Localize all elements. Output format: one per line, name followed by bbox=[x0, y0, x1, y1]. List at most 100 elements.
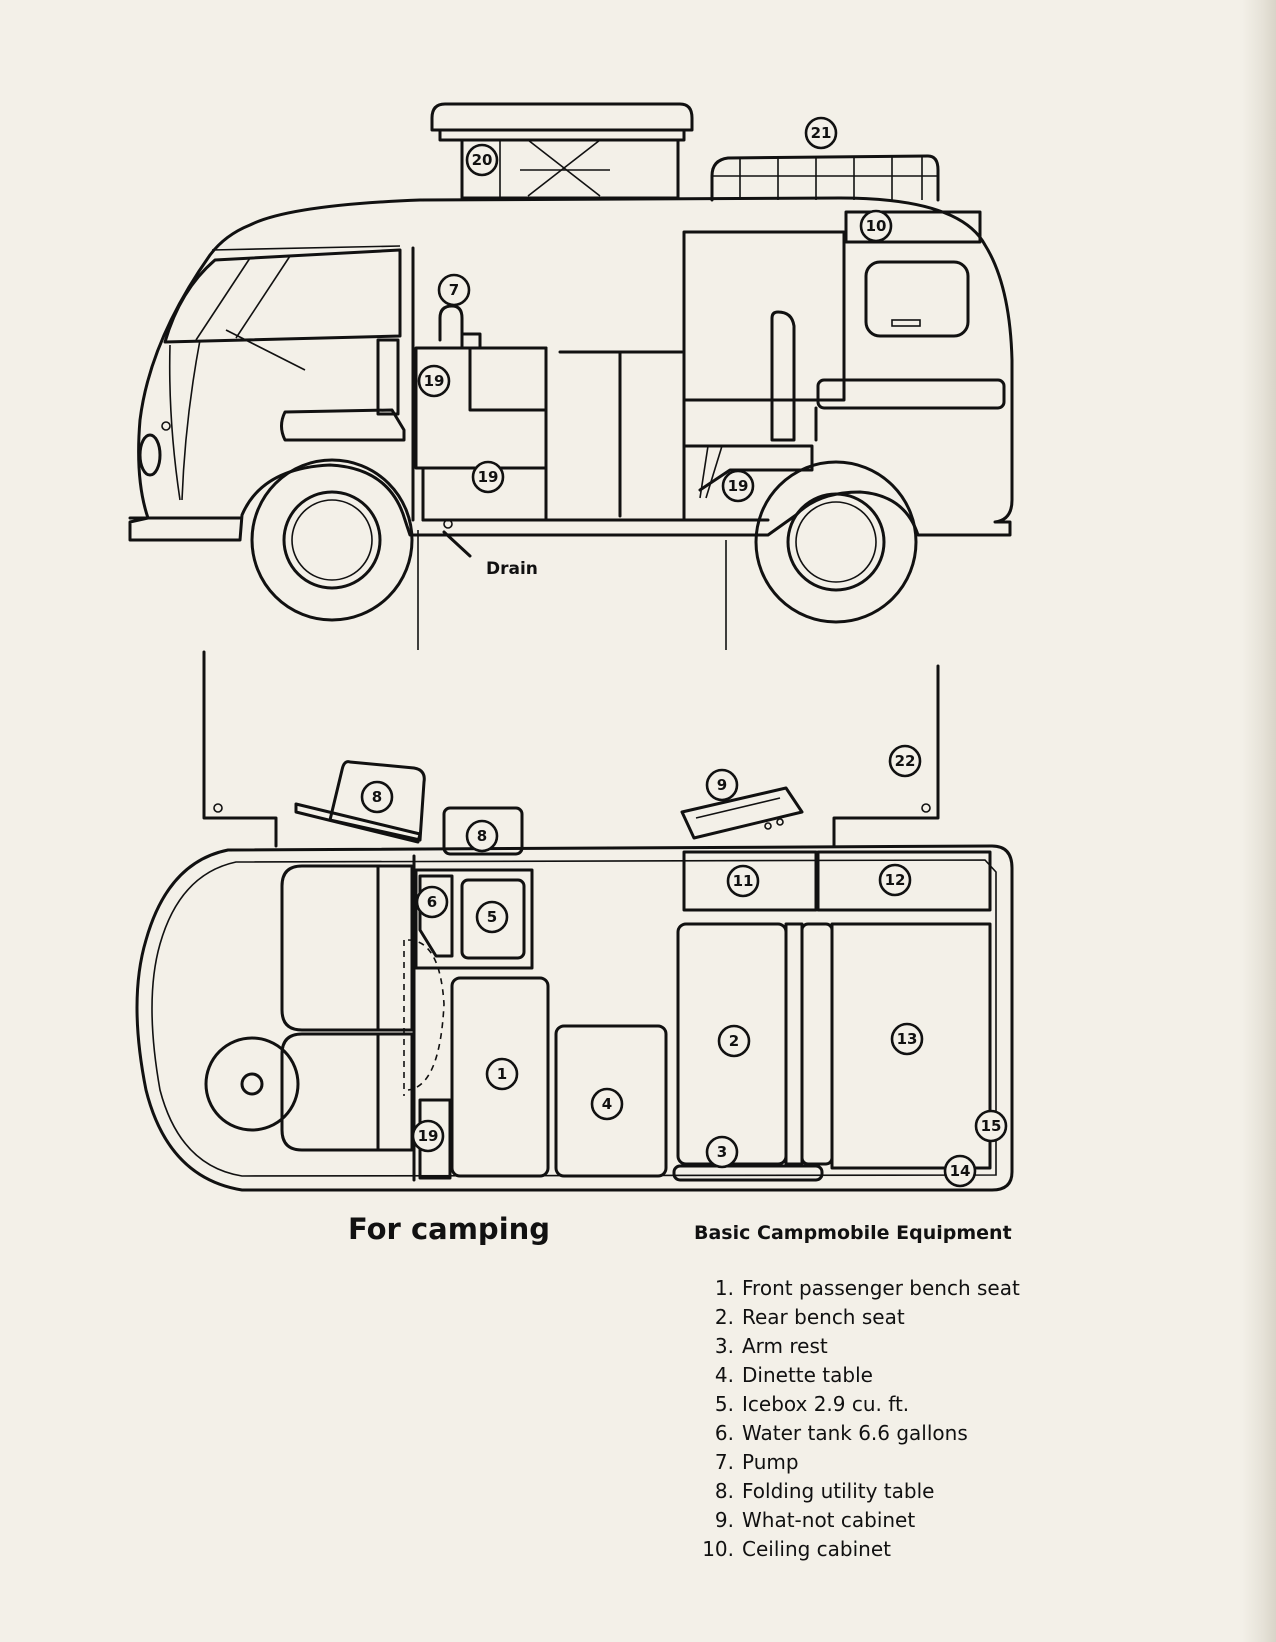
svg-text:5: 5 bbox=[487, 908, 497, 926]
svg-text:3: 3 bbox=[717, 1143, 727, 1161]
svg-text:6: 6 bbox=[427, 893, 437, 911]
awning-outline bbox=[202, 650, 278, 848]
legend-item: 5. Icebox 2.9 cu. ft. bbox=[694, 1390, 1074, 1419]
legend-item-number: 9. bbox=[714, 1508, 734, 1532]
front-wheel bbox=[250, 458, 414, 622]
svg-text:7: 7 bbox=[449, 281, 459, 299]
roof-rack bbox=[710, 154, 940, 202]
callout-14: 14 bbox=[943, 1154, 977, 1188]
legend-item-text: Pump bbox=[742, 1450, 799, 1474]
callout-4: 4 bbox=[590, 1087, 624, 1121]
callout-8-open: 8 bbox=[360, 780, 394, 814]
svg-text:19: 19 bbox=[478, 468, 499, 486]
rear-bed bbox=[830, 922, 992, 1170]
svg-text:8: 8 bbox=[477, 827, 487, 845]
callout-12: 12 bbox=[878, 863, 912, 897]
rear-quarter-window bbox=[864, 260, 970, 338]
rear-wheel bbox=[754, 460, 918, 624]
callouts-plan: 8 8 9 22 6 5 11 12 1 2 13 4 3 19 15 14 bbox=[360, 744, 1008, 1188]
legend-item: 9. What-not cabinet bbox=[694, 1506, 1074, 1535]
svg-text:20: 20 bbox=[472, 151, 493, 169]
dinette-table bbox=[554, 1024, 668, 1178]
legend-item-text: Icebox 2.9 cu. ft. bbox=[742, 1392, 910, 1416]
callout-13: 13 bbox=[890, 1022, 924, 1056]
legend-item: 6. Water tank 6.6 gallons bbox=[694, 1419, 1074, 1448]
callout-19-plan: 19 bbox=[411, 1119, 445, 1153]
svg-text:1: 1 bbox=[497, 1065, 507, 1083]
bus-body-outline bbox=[128, 196, 1014, 542]
legend-item: 3. Arm rest bbox=[694, 1332, 1074, 1361]
figure-caption: For camping bbox=[348, 1212, 551, 1246]
callout-21: 21 bbox=[804, 116, 838, 150]
legend-item-text: Rear bench seat bbox=[742, 1305, 905, 1329]
callouts-side: 20 21 10 7 19 19 19 bbox=[417, 116, 893, 503]
svg-text:19: 19 bbox=[424, 372, 445, 390]
drain-label: Drain bbox=[486, 559, 538, 579]
callout-11: 11 bbox=[726, 864, 760, 898]
legend-item-number: 5. bbox=[714, 1392, 734, 1416]
svg-text:12: 12 bbox=[885, 871, 906, 889]
callout-20: 20 bbox=[465, 143, 499, 177]
svg-text:19: 19 bbox=[418, 1127, 439, 1145]
callout-9: 9 bbox=[705, 768, 739, 802]
legend-item-text: Folding utility table bbox=[742, 1479, 935, 1503]
legend-item-number: 7. bbox=[714, 1450, 734, 1474]
plan-view bbox=[135, 650, 1014, 1192]
legend-item-number: 6. bbox=[714, 1421, 734, 1445]
legend-item: 4.Dinette table bbox=[694, 1361, 1074, 1390]
windshield bbox=[163, 248, 402, 344]
legend-item-text: Front passenger bench seat bbox=[742, 1276, 1020, 1300]
legend-item-number: 1. bbox=[714, 1276, 734, 1300]
legend-item: 10. Ceiling cabinet bbox=[694, 1535, 1074, 1564]
svg-text:21: 21 bbox=[811, 124, 832, 142]
legend-item-number: 8. bbox=[714, 1479, 734, 1503]
callout-10: 10 bbox=[859, 209, 893, 243]
front-bench-seat bbox=[450, 976, 550, 1178]
spare-tire bbox=[204, 1036, 300, 1132]
svg-text:13: 13 bbox=[897, 1030, 918, 1048]
legend-item: 2. Rear bench seat bbox=[694, 1303, 1074, 1332]
callout-22: 22 bbox=[888, 744, 922, 778]
bus-plan-outline bbox=[135, 844, 1014, 1192]
callout-19-upper: 19 bbox=[417, 364, 451, 398]
legend-item-number: 3. bbox=[714, 1334, 734, 1358]
legend-item: 7. Pump bbox=[694, 1448, 1074, 1477]
what-not-cabinet bbox=[680, 786, 804, 840]
svg-text:2: 2 bbox=[729, 1032, 739, 1050]
side-view: Drain bbox=[128, 102, 1014, 650]
legend-list: 1. Front passenger bench seat 2. Rear benc… bbox=[694, 1274, 1074, 1564]
legend-item: 1. Front passenger bench seat bbox=[694, 1274, 1074, 1303]
legend-item-number: 4. bbox=[714, 1363, 734, 1387]
page-edge bbox=[1242, 0, 1276, 1642]
callout-2: 2 bbox=[717, 1024, 751, 1058]
legend-item-text: Water tank 6.6 gallons bbox=[742, 1421, 968, 1445]
front-seat bbox=[280, 408, 406, 442]
svg-text:8: 8 bbox=[372, 788, 382, 806]
legend-item-number: 10. bbox=[702, 1537, 734, 1561]
svg-text:10: 10 bbox=[866, 217, 887, 235]
svg-text:14: 14 bbox=[950, 1162, 971, 1180]
callout-15: 15 bbox=[974, 1109, 1008, 1143]
callout-19-rear: 19 bbox=[721, 469, 755, 503]
callout-3: 3 bbox=[705, 1135, 739, 1169]
callout-6: 6 bbox=[415, 885, 449, 919]
pump bbox=[438, 304, 464, 342]
legend-item-text: Ceiling cabinet bbox=[742, 1537, 891, 1561]
equipment-legend: Basic Campmobile Equipment 1. Front passe… bbox=[694, 1222, 1074, 1564]
svg-text:9: 9 bbox=[717, 776, 727, 794]
legend-item-text: Arm rest bbox=[742, 1334, 828, 1358]
svg-text:22: 22 bbox=[895, 752, 916, 770]
legend-item: 8. Folding utility table bbox=[694, 1477, 1074, 1506]
svg-text:19: 19 bbox=[728, 477, 749, 495]
svg-text:11: 11 bbox=[733, 872, 754, 890]
callout-5: 5 bbox=[475, 900, 509, 934]
callout-7: 7 bbox=[437, 273, 471, 307]
legend-title: Basic Campmobile Equipment bbox=[694, 1222, 1012, 1244]
callout-1: 1 bbox=[485, 1057, 519, 1091]
svg-text:15: 15 bbox=[981, 1117, 1002, 1135]
legend-item-number: 2. bbox=[714, 1305, 734, 1329]
legend-item-text: What-not cabinet bbox=[742, 1508, 916, 1532]
callout-8-stowed: 8 bbox=[465, 819, 499, 853]
callout-19-lower: 19 bbox=[471, 460, 505, 494]
